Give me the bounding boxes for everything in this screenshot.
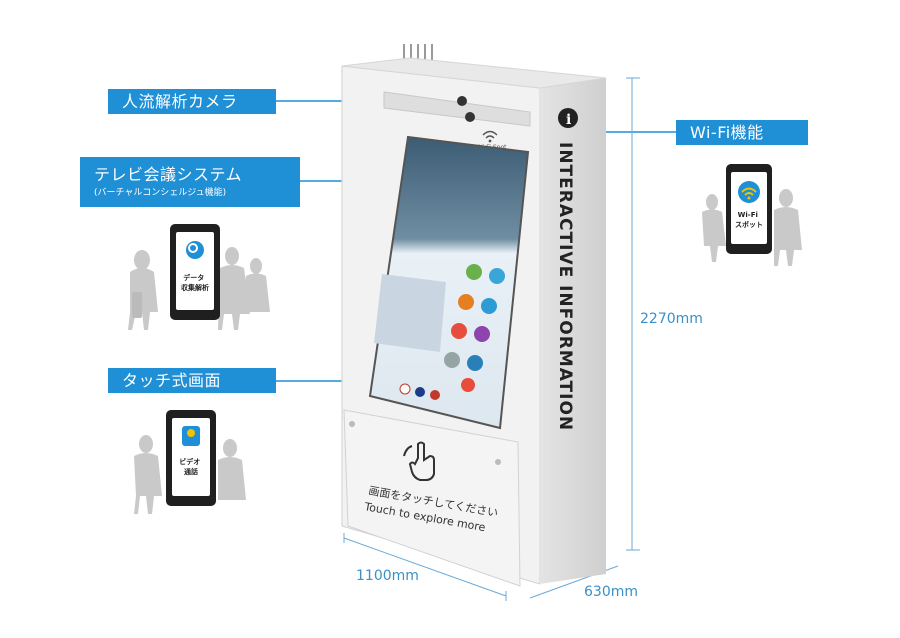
kiosk-lower-panel xyxy=(343,409,521,587)
screen-timetable xyxy=(374,274,446,352)
magnifier-icon xyxy=(188,243,198,253)
wifi-label: Wi-Fi機能 xyxy=(690,122,764,142)
people-silhouettes-icon xyxy=(134,435,246,514)
camera-lens-icon xyxy=(457,96,467,106)
wifi-callout: Wi-Fi機能 xyxy=(676,120,808,145)
touch-screen-callout: タッチ式画面 xyxy=(108,368,276,393)
people-flow-camera-callout: 人流解析カメラ xyxy=(108,89,276,114)
svg-text:データ 収集解析: データ 収集解析 xyxy=(181,273,209,292)
wifi-spot-line2: スポット xyxy=(735,220,763,229)
wifi-spot-illustration: Wi-Fi スポット xyxy=(702,164,802,266)
info-icon xyxy=(558,108,578,128)
people-silhouettes-icon xyxy=(702,189,802,266)
tv-camera-lens-icon xyxy=(465,112,475,122)
video-call-illustration: ビデオ 通話 xyxy=(134,410,246,514)
people-flow-camera-label: 人流解析カメラ xyxy=(122,91,238,111)
svg-text:i: i xyxy=(566,112,571,128)
video-call-line2: 通話 xyxy=(184,467,198,476)
screen-language-buttons xyxy=(399,383,440,400)
wifi-symbol-icon xyxy=(482,130,498,139)
width-dimension: 1100mm xyxy=(356,568,419,584)
wifi-spot-line1: Wi-Fi xyxy=(738,211,758,219)
data-collection-line1: データ xyxy=(183,273,204,282)
svg-text:Wi-Fi スポット: Wi-Fi スポット xyxy=(735,211,763,229)
svg-text:ビデオ 通話: ビデオ 通話 xyxy=(179,457,202,476)
people-silhouettes-icon xyxy=(128,247,270,330)
height-dimension: 2270mm xyxy=(640,311,703,327)
touch-hand-icon xyxy=(403,441,435,481)
tv-conference-callout: テレビ会議システム (バーチャルコンシェルジュ機能) xyxy=(80,157,300,207)
touch-screen-label: タッチ式画面 xyxy=(122,370,222,390)
screen-app-icons xyxy=(444,264,505,392)
tv-conference-label: テレビ会議システム xyxy=(94,164,243,184)
data-collection-illustration: データ 収集解析 xyxy=(128,224,270,330)
depth-dimension: 630mm xyxy=(584,584,638,600)
data-collection-line2: 収集解析 xyxy=(181,283,209,292)
video-call-line1: ビデオ xyxy=(179,457,200,466)
tv-conference-sublabel: (バーチャルコンシェルジュ機能) xyxy=(94,187,227,198)
side-panel-text: INTERACTIVE INFORMATION xyxy=(555,142,575,431)
kiosk-side-panel xyxy=(540,78,606,584)
